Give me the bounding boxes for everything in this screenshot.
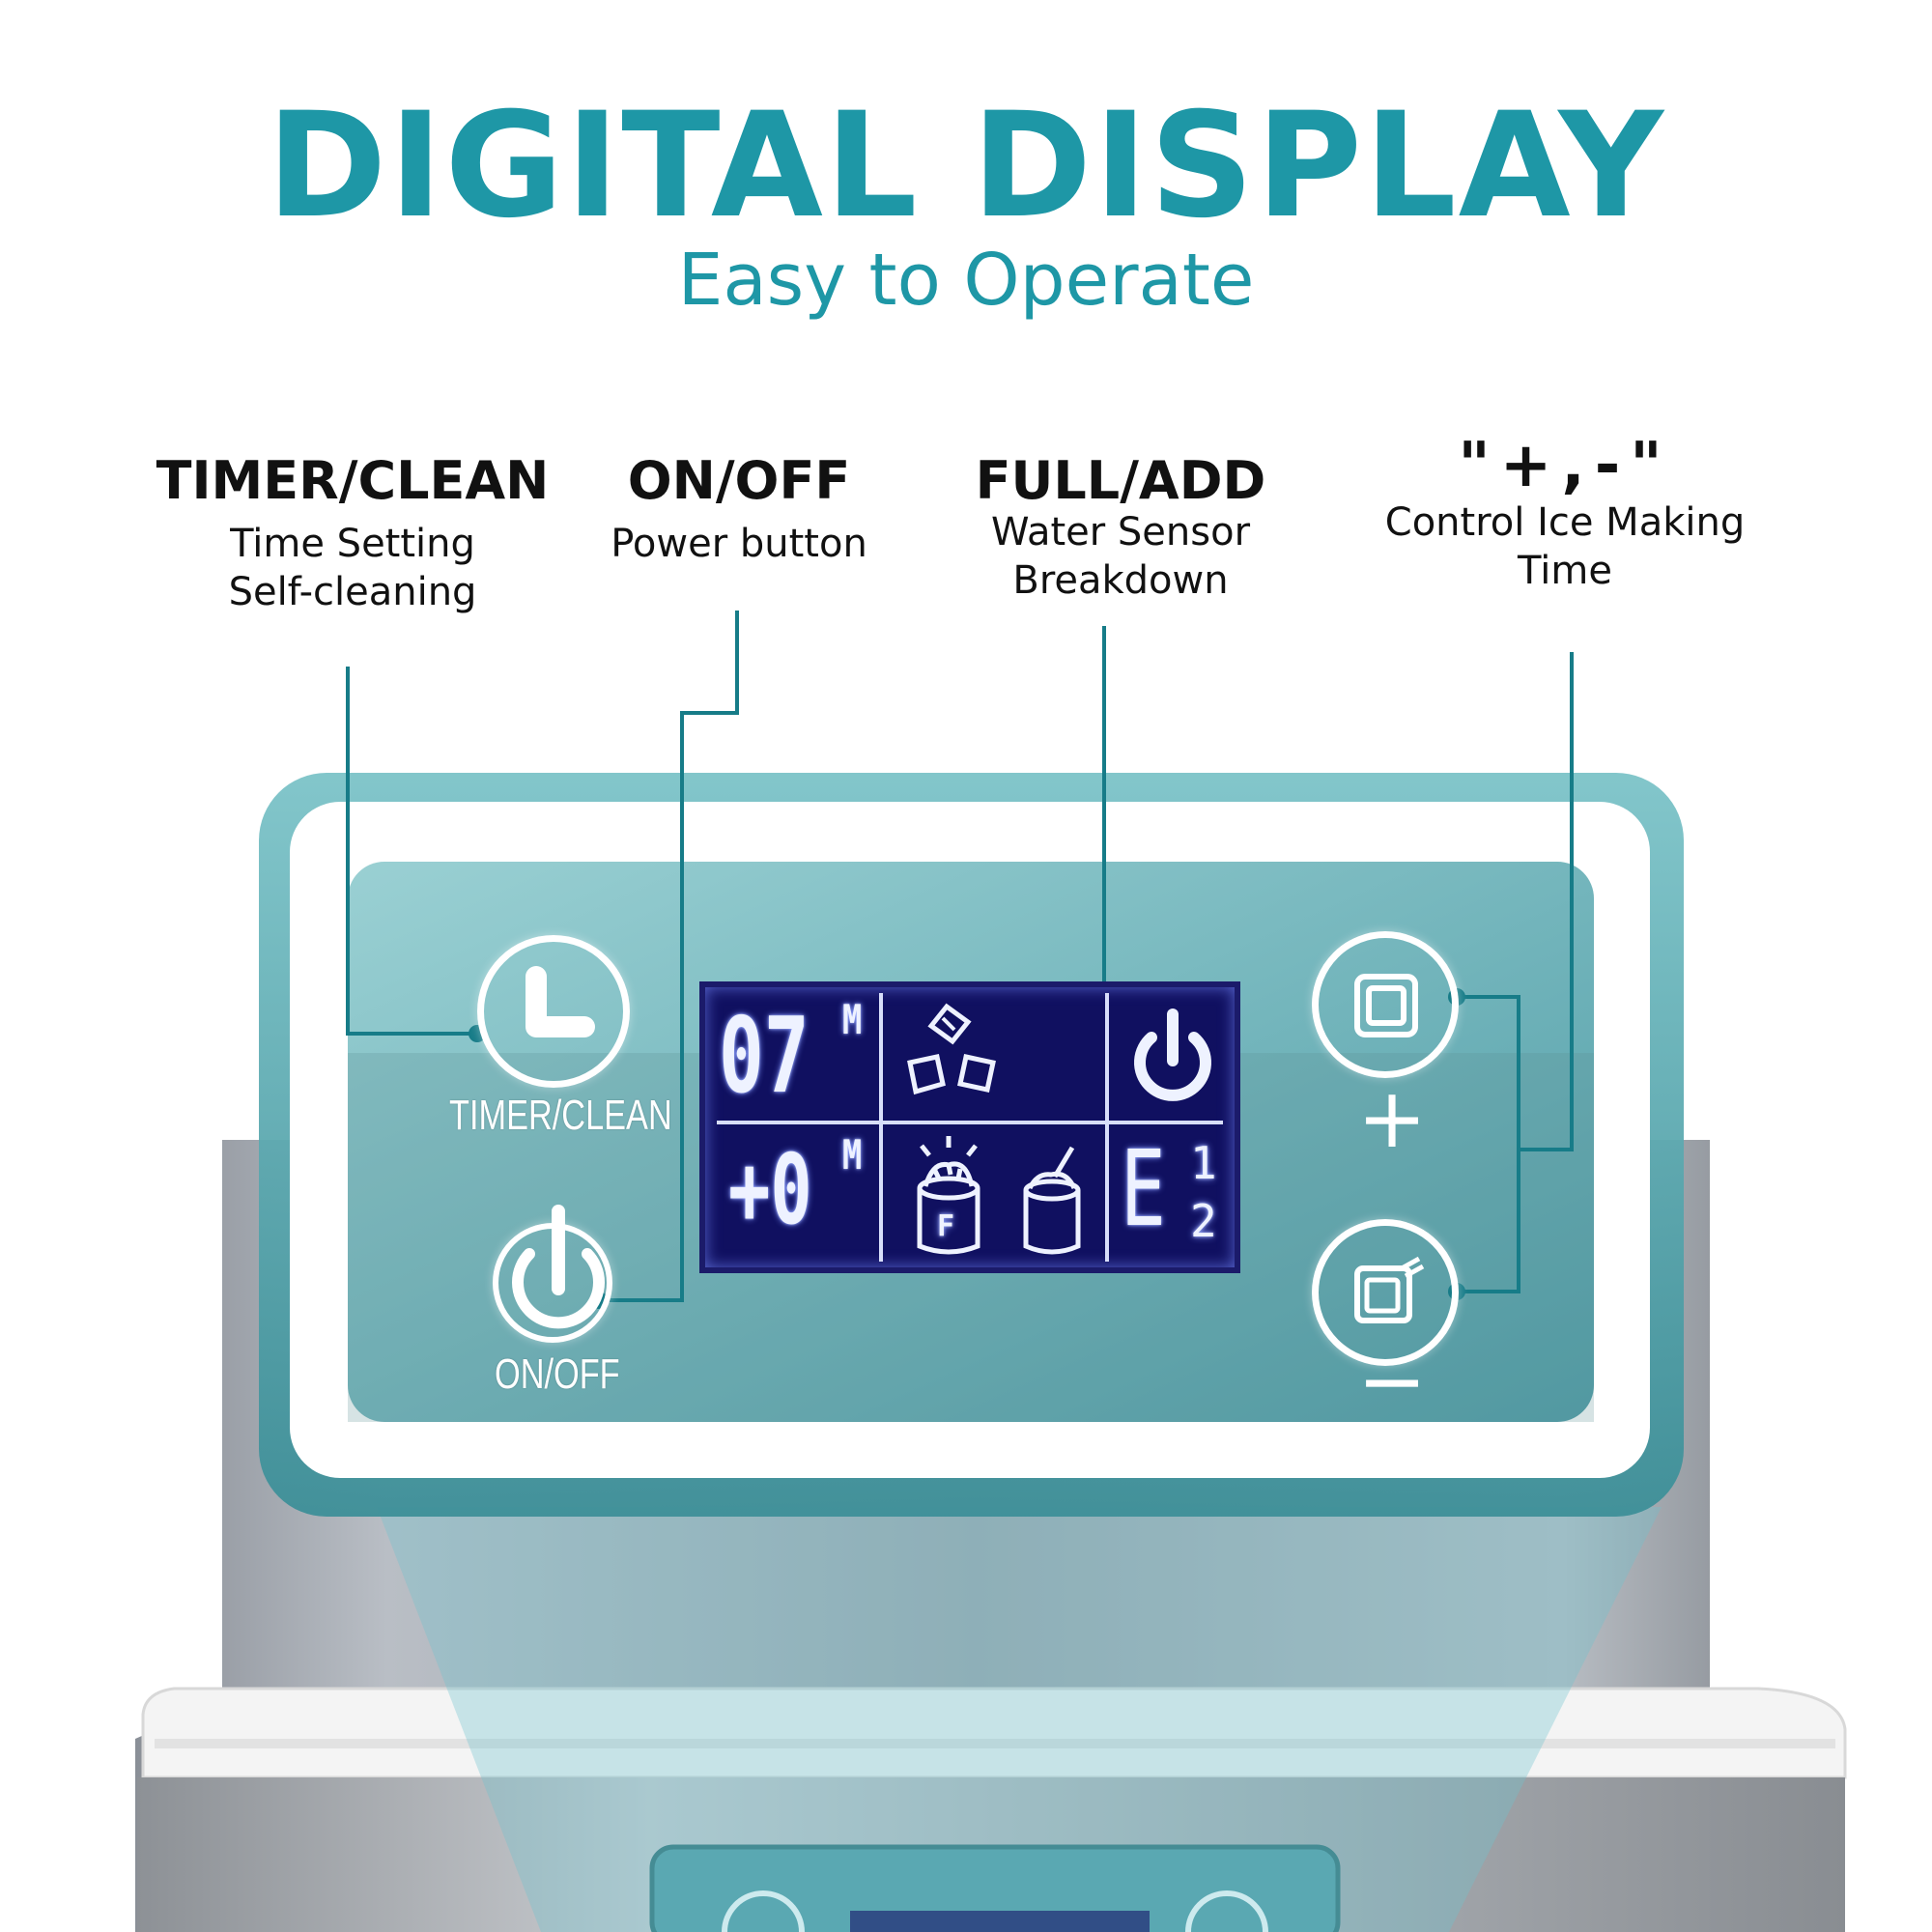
square-button-icon bbox=[1354, 974, 1418, 1037]
plus-symbol: + bbox=[1357, 1070, 1428, 1167]
page-subtitle: Easy to Operate bbox=[677, 239, 1255, 322]
on-off-label: ON/OFF bbox=[495, 1350, 620, 1398]
lcd-error-code-2: 2 bbox=[1190, 1195, 1217, 1247]
timer-clean-button[interactable] bbox=[477, 935, 630, 1088]
square-button-alt-icon bbox=[1354, 1256, 1425, 1323]
lcd-power-icon bbox=[1134, 1009, 1211, 1101]
callout-line: Control Ice Making bbox=[1384, 500, 1746, 545]
minus-symbol: − bbox=[1357, 1333, 1428, 1430]
callout-heading: ON/OFF bbox=[627, 450, 851, 511]
lcd-offset-unit: M bbox=[842, 1131, 863, 1179]
power-icon bbox=[512, 1205, 605, 1329]
callout-line: Breakdown bbox=[1012, 558, 1229, 603]
page-title: DIGITAL DISPLAY bbox=[266, 82, 1666, 250]
callout-line: Time bbox=[1518, 549, 1612, 593]
callout-heading: FULL/ADD bbox=[975, 450, 1266, 511]
lcd-offset-value: +0 bbox=[728, 1133, 812, 1246]
timer-clean-label: TIMER/CLEAN bbox=[449, 1092, 672, 1139]
callout-on-off: ON/OFF Power button bbox=[589, 452, 889, 568]
callout-heading: TIMER/CLEAN bbox=[156, 450, 550, 511]
callout-line: Power button bbox=[611, 522, 867, 566]
callout-line: Self-cleaning bbox=[228, 570, 477, 614]
callout-plus-minus: "+,-" Control Ice Making Time bbox=[1362, 430, 1768, 595]
ice-cubes-icon bbox=[907, 1003, 996, 1095]
lcd-error-code-1: 1 bbox=[1190, 1137, 1217, 1189]
lcd-timer-value: 07 bbox=[719, 996, 810, 1117]
callout-line: Water Sensor bbox=[990, 510, 1251, 554]
callout-line: Time Setting bbox=[230, 522, 475, 566]
lcd-display: 07 M +0 M F E bbox=[699, 981, 1240, 1273]
add-water-bucket-icon bbox=[1023, 1146, 1081, 1255]
minus-button[interactable] bbox=[1312, 1219, 1459, 1366]
lcd-error-letter: E bbox=[1121, 1129, 1166, 1250]
lcd-full-marker: F bbox=[937, 1209, 955, 1243]
callout-full-add: FULL/ADD Water Sensor Breakdown bbox=[966, 452, 1275, 605]
ice-full-bucket-icon bbox=[917, 1136, 980, 1255]
on-off-button[interactable] bbox=[493, 1205, 612, 1343]
lcd-timer-unit: M bbox=[842, 996, 863, 1043]
clock-icon bbox=[526, 966, 595, 1037]
callout-timer-clean: TIMER/CLEAN Time Setting Self-cleaning bbox=[155, 452, 551, 616]
callout-heading: "+,-" bbox=[1458, 430, 1672, 501]
plus-button[interactable] bbox=[1312, 931, 1459, 1078]
lcd-grid-lines bbox=[717, 993, 1223, 1262]
